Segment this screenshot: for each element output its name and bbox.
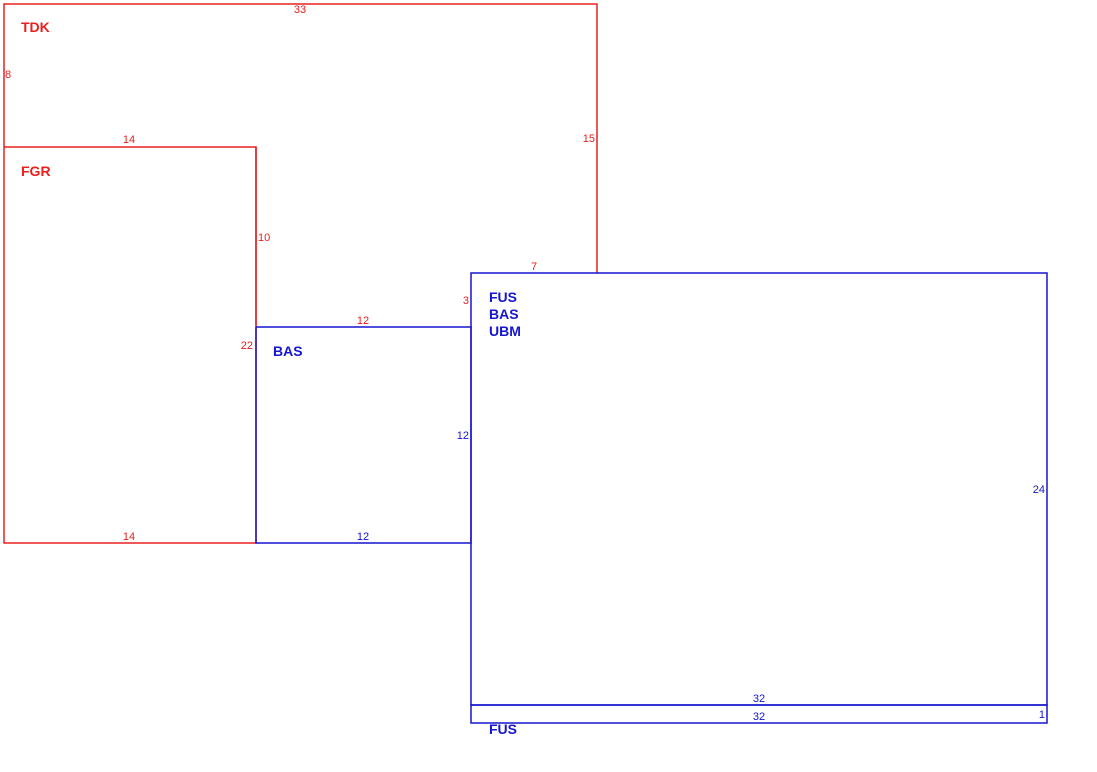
area-label-tdk: TDK [21,19,50,35]
area-label-ubm: UBM [489,323,521,339]
dimension-fus-right: 1 [1039,709,1045,721]
dimension-fgr-right: 22 [241,340,253,352]
area-label-bas-2: BAS [489,306,519,322]
dimension-tdk-step-side: 3 [463,295,469,307]
dimension-tdk-right: 15 [583,133,595,145]
dimension-tdk-left: 8 [5,69,11,81]
dimension-fgr-bottom: 14 [123,531,135,543]
fus-bas-ubm-outline [470,272,1048,706]
dimension-fus-top: 32 [753,711,765,723]
area-label-fus: FUS [489,289,517,305]
dimension-tdk-step-top: 7 [531,261,537,273]
area-label-fus-strip: FUS [489,721,517,737]
dimension-fgr-top: 14 [123,134,135,146]
dimension-fgr-inner-right: 10 [258,232,270,244]
dimension-ubm-right: 24 [1033,484,1045,496]
fus-strip-outline [470,704,1048,724]
dimension-bas-right: 12 [457,430,469,442]
tdk-outline [3,3,598,273]
dimension-tdk-top: 33 [294,4,306,16]
bas-outline [255,326,472,544]
fgr-outline [3,146,257,544]
dimension-tdk-bottom: 12 [357,315,369,327]
dimension-ubm-bottom: 32 [753,693,765,705]
area-label-bas: BAS [273,343,303,359]
dimension-bas-bottom: 12 [357,531,369,543]
area-label-fgr: FGR [21,163,51,179]
